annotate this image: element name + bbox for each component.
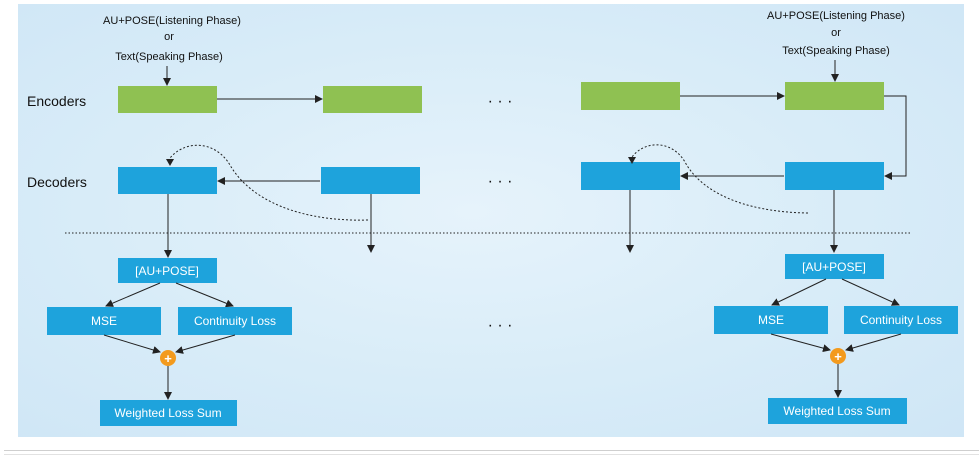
decoder-block-1 bbox=[118, 167, 217, 194]
feedback-arrowhead-right bbox=[628, 157, 636, 164]
right-adder-node bbox=[830, 348, 846, 364]
decoder-block-3 bbox=[581, 162, 680, 190]
caption-line bbox=[4, 454, 979, 455]
right-mse-label: MSE bbox=[758, 313, 784, 327]
left-mse-label: MSE bbox=[91, 314, 117, 328]
left-adder-node bbox=[160, 350, 176, 366]
left-input-line3: Text(Speaking Phase) bbox=[115, 51, 223, 63]
decoder-output-arrows bbox=[164, 190, 838, 258]
encoder-block-4 bbox=[785, 82, 884, 110]
right-input-label: AU+POSE(Listening Phase) or Text(Speakin… bbox=[767, 10, 905, 57]
left-input-label: AU+POSE(Listening Phase) or Text(Speakin… bbox=[103, 15, 241, 63]
left-au-pose-label: [AU+POSE] bbox=[135, 264, 199, 278]
left-arrow-to-continuity bbox=[175, 282, 234, 308]
right-au-pose-block bbox=[785, 254, 884, 279]
left-continuity-block bbox=[178, 307, 292, 335]
ellipsis-losses: · · · bbox=[488, 317, 513, 334]
right-weighted-sum-label: Weighted Loss Sum bbox=[783, 404, 890, 418]
right-adder-plus: + bbox=[834, 349, 842, 364]
left-weighted-sum-label: Weighted Loss Sum bbox=[114, 406, 221, 420]
left-arrow-to-mse bbox=[105, 282, 161, 307]
right-input-line3: Text(Speaking Phase) bbox=[782, 45, 890, 57]
right-mse-to-sum bbox=[770, 333, 831, 353]
decoder-block-2 bbox=[321, 167, 420, 194]
left-loss-connections bbox=[103, 282, 236, 400]
right-weighted-sum-block bbox=[768, 398, 907, 424]
left-continuity-to-sum bbox=[175, 334, 236, 354]
right-continuity-label: Continuity Loss bbox=[860, 313, 942, 327]
right-input-line2: or bbox=[831, 27, 841, 39]
ellipsis-encoders: · · · bbox=[488, 93, 513, 110]
right-continuity-to-sum bbox=[845, 333, 902, 352]
left-input-line1: AU+POSE(Listening Phase) bbox=[103, 15, 241, 27]
ellipsis-decoders: · · · bbox=[488, 173, 513, 190]
feedback-arrowheads bbox=[166, 157, 636, 166]
right-input-line1: AU+POSE(Listening Phase) bbox=[767, 10, 905, 22]
encoder-block-3 bbox=[581, 82, 680, 110]
encoder-block-2 bbox=[323, 86, 422, 113]
right-arrow-to-continuity bbox=[841, 278, 900, 306]
right-continuity-block bbox=[844, 306, 958, 334]
left-adder-plus: + bbox=[164, 351, 172, 366]
left-mse-to-sum bbox=[103, 334, 161, 354]
encoders-label: Encoders bbox=[27, 93, 86, 109]
right-au-pose-label: [AU+POSE] bbox=[802, 260, 866, 274]
left-au-pose-block bbox=[118, 258, 217, 283]
cropped-caption bbox=[4, 442, 979, 470]
decoder-block-4 bbox=[785, 162, 884, 190]
feedback-arrowhead-left bbox=[166, 159, 174, 166]
right-mse-block bbox=[714, 306, 828, 334]
right-loss-connections bbox=[770, 278, 902, 398]
encoder-to-decoder-arrow bbox=[884, 95, 907, 180]
left-continuity-label: Continuity Loss bbox=[194, 314, 276, 328]
right-arrow-to-mse bbox=[771, 278, 827, 306]
diagram-background bbox=[18, 4, 964, 437]
left-weighted-sum-block bbox=[100, 400, 237, 426]
left-input-line2: or bbox=[164, 31, 174, 43]
caption-line bbox=[4, 450, 979, 451]
encoder-block-1 bbox=[118, 86, 217, 113]
left-mse-block bbox=[47, 307, 161, 335]
encoder-connections bbox=[163, 60, 907, 180]
decoders-label: Decoders bbox=[27, 174, 87, 190]
decoder-connections bbox=[217, 172, 784, 185]
